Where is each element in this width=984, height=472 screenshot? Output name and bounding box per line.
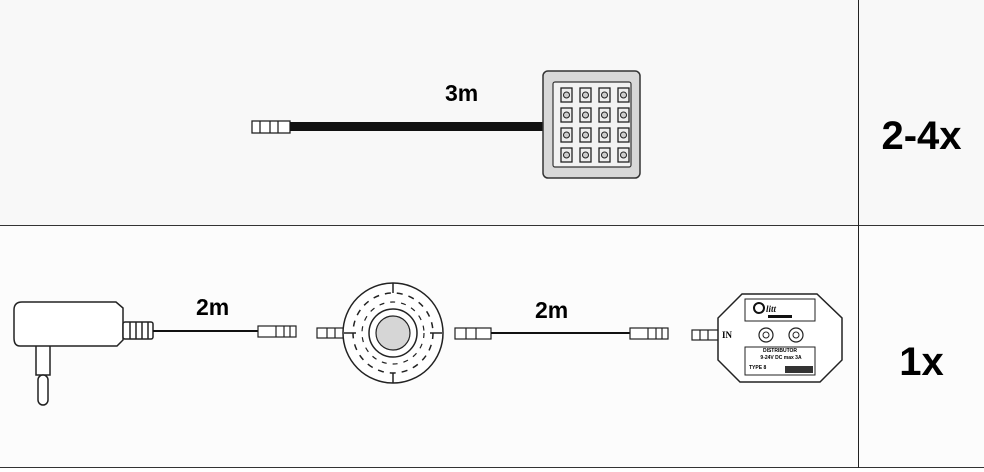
led-lens-icon	[563, 151, 570, 159]
touch-switch-icon	[342, 282, 444, 384]
distributor-title: DISTRIBUTOR	[762, 348, 798, 354]
led-lens-icon	[601, 91, 608, 99]
quantity-label: 1x	[899, 340, 944, 384]
cable-length-label: 3m	[445, 80, 479, 106]
led-lens-icon	[601, 151, 608, 159]
led-lens-icon	[620, 151, 627, 159]
led-lens-icon	[582, 111, 589, 119]
distributor-icon: litt	[717, 293, 843, 383]
led-lens-icon	[601, 111, 608, 119]
connector-plug-icon	[257, 325, 297, 338]
led-lens-icon	[563, 91, 570, 99]
connector-plug-icon	[454, 327, 492, 340]
led-lens-icon	[582, 91, 589, 99]
cable-length-label: 2m	[196, 294, 230, 320]
distributor-spec: 9-24V DC max 3A	[760, 355, 802, 361]
led-lens-icon	[563, 111, 570, 119]
row-divider	[0, 225, 984, 226]
connector-socket-icon	[691, 329, 720, 341]
led-panel-icon	[542, 70, 641, 179]
connector-plug-icon	[251, 120, 291, 134]
connector-socket-icon	[316, 327, 345, 339]
table-bottom-border	[0, 467, 984, 468]
distributor-type: TYPE 8	[749, 365, 767, 371]
led-lens-icon	[582, 151, 589, 159]
led-lens-icon	[620, 111, 627, 119]
connector-plug-icon	[629, 327, 669, 340]
cable-3m	[290, 122, 546, 131]
column-divider	[858, 0, 859, 468]
led-lens-icon	[582, 131, 589, 139]
quantity-label: 2-4x	[881, 114, 962, 158]
row-led-panel	[0, 0, 984, 225]
led-lens-icon	[620, 131, 627, 139]
power-adapter-icon	[13, 301, 154, 406]
led-lens-icon	[563, 131, 570, 139]
svg-text:litt: litt	[766, 304, 777, 314]
in-port-label: IN	[722, 330, 733, 340]
led-lens-icon	[601, 131, 608, 139]
led-lens-icon	[620, 91, 627, 99]
cable-length-label: 2m	[535, 297, 569, 323]
